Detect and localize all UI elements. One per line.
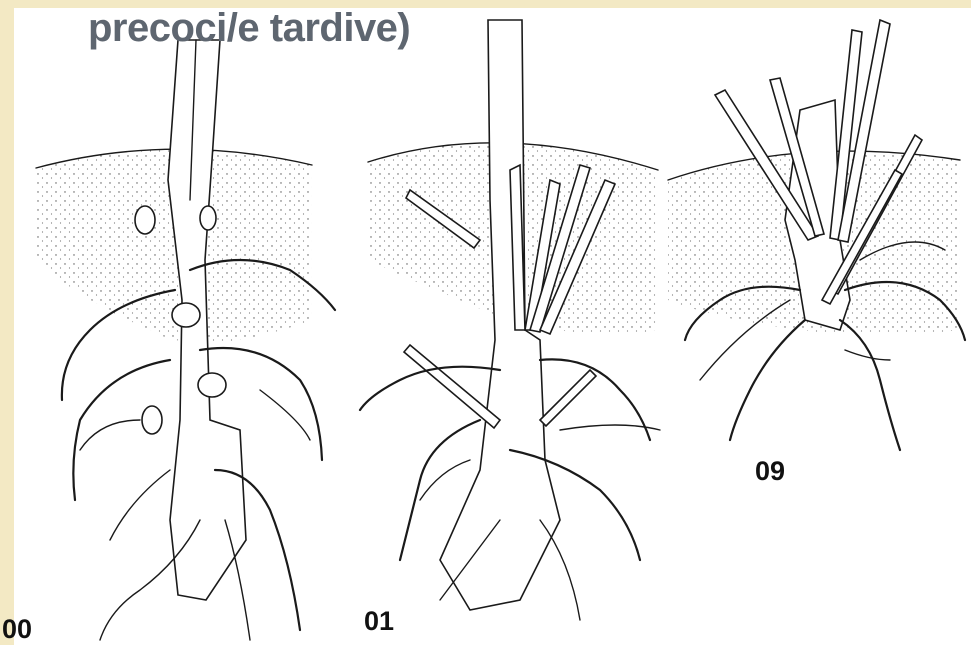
slide-title: precoci/e tardive) (88, 6, 410, 51)
panel-label-00: 00 (2, 614, 32, 645)
panel-01-drawing (360, 20, 660, 620)
panel-00-drawing (36, 40, 335, 640)
panel-label-01: 01 (364, 606, 394, 637)
panel-09-drawing (668, 20, 965, 450)
panel-label-09: 09 (755, 456, 785, 487)
